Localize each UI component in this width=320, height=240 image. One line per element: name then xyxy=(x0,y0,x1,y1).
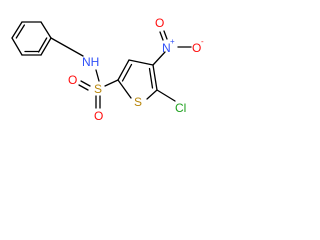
atom-o-nitro-single: O xyxy=(192,41,201,55)
chemical-structure-diagram: NH S O O S N + O O - Cl xyxy=(11,16,204,123)
atom-o-nitro-double: O xyxy=(155,16,164,30)
bond-c5-cl xyxy=(156,89,176,102)
bond-c5-s xyxy=(146,89,158,100)
atom-s-sulfonyl: S xyxy=(94,82,102,96)
atom-o-sulfonyl-bottom: O xyxy=(94,109,103,123)
bond-s-c2-ring xyxy=(117,79,132,99)
bond-n-o-double-b xyxy=(163,30,168,40)
bond-c2-c3 xyxy=(117,59,130,81)
nitro-oxygen-bonds xyxy=(159,30,192,48)
atom-n-nitro: N xyxy=(162,41,171,55)
bond-ph-6 xyxy=(11,37,23,56)
bond-phenyl-nh xyxy=(50,37,84,57)
bond-ph-3 xyxy=(40,21,52,39)
atom-s-thiophene: S xyxy=(134,95,142,109)
atom-n-nitro-charge: + xyxy=(170,37,175,46)
thiophene-ring xyxy=(117,59,158,100)
bond-ph-inner-1 xyxy=(15,24,26,39)
bond-c4-c5-inner xyxy=(148,67,154,89)
atom-cl: Cl xyxy=(175,101,186,115)
bond-c4-nitro xyxy=(152,51,166,66)
bond-c3-c4 xyxy=(128,59,154,66)
bond-n-o-double-a xyxy=(159,31,164,41)
bond-c2-c3-inner xyxy=(121,63,133,82)
bond-ph-inner-2 xyxy=(37,37,48,53)
bond-ph-4 xyxy=(40,37,52,56)
bond-s-o-top-a xyxy=(80,80,91,87)
phenyl-ring xyxy=(11,21,52,56)
bond-nh-s xyxy=(95,69,100,82)
sulfonyl-oxygen-bonds xyxy=(78,80,101,109)
atom-o-nitro-charge: - xyxy=(201,37,204,46)
bond-s-o-top-b xyxy=(78,84,89,91)
bond-ph-1 xyxy=(11,21,23,39)
bond-c4-c5 xyxy=(152,64,158,91)
atom-nh: NH xyxy=(82,55,99,69)
atom-o-sulfonyl-top: O xyxy=(68,73,77,87)
bond-s-c2 xyxy=(104,79,119,87)
